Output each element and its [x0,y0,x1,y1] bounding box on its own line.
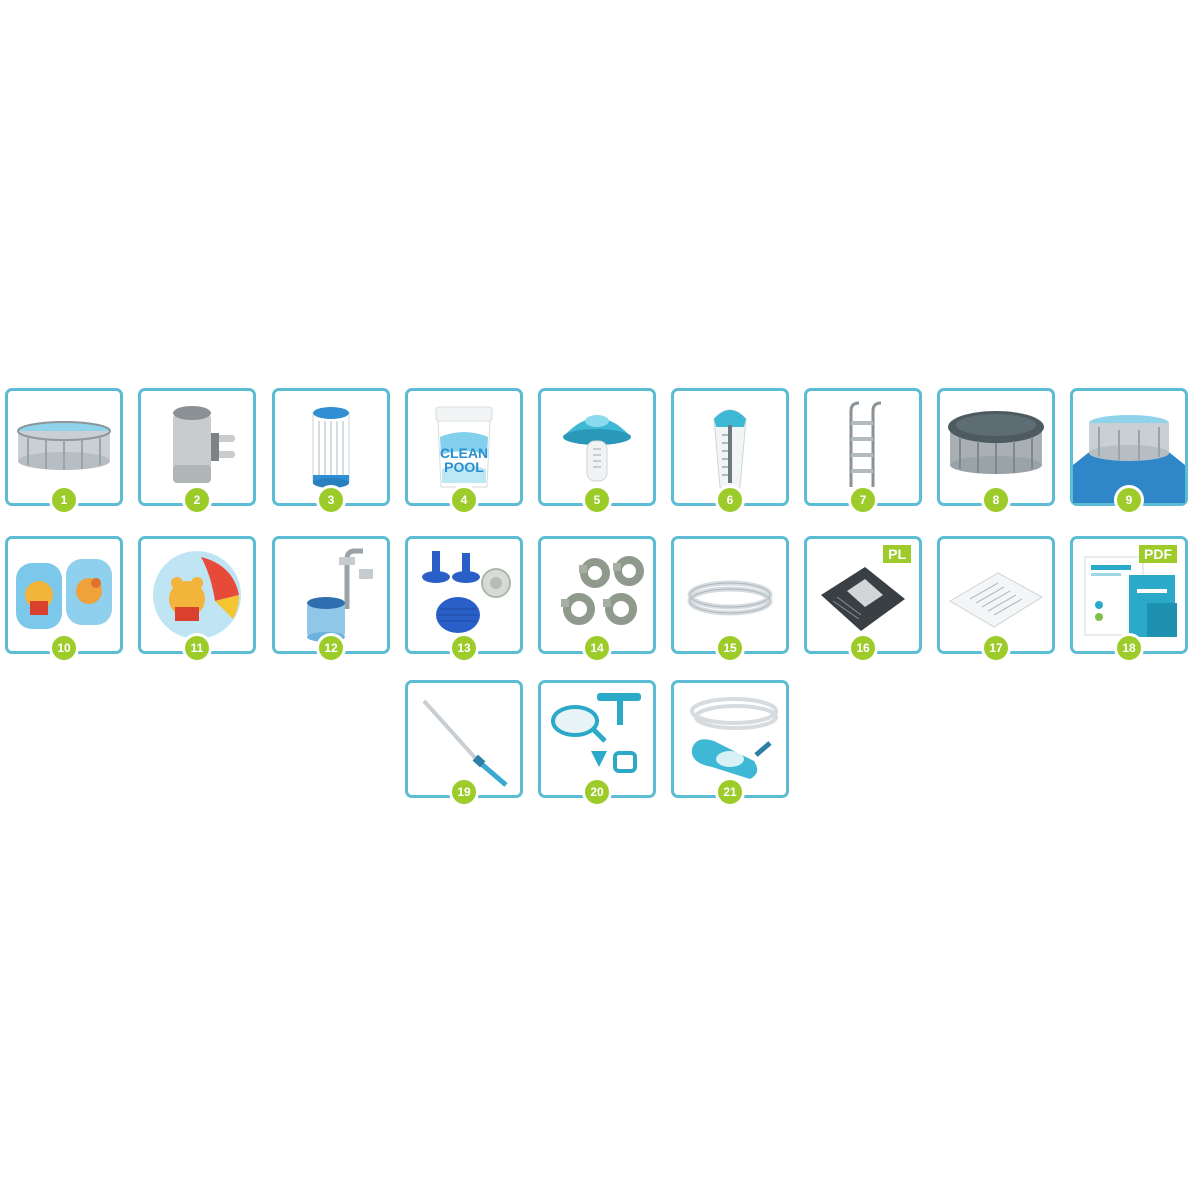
item-tile-10: 10 [5,536,123,663]
item-tile-14: 14 [538,536,656,663]
item-tile-7: 7 [804,388,922,515]
pool-thermometer-icon [713,409,747,492]
item-number-badge: 2 [182,485,212,515]
item-tile-3: 3 [272,388,390,515]
water-care-guide-icon [1084,556,1177,637]
filter-pump-icon [173,406,235,483]
item-tile-11: 11 [138,536,256,663]
hose-clamps-icon [561,556,644,625]
item-tile-4: CLEAN POOL 4 [405,388,523,515]
arm-floats-icon [16,559,112,629]
maintenance-kit-icon [551,693,641,773]
item-number-badge: 11 [182,633,212,663]
item-tile-19: 19 [405,680,523,807]
item-number-badge: 13 [449,633,479,663]
item-tile-12: 12 [272,536,390,663]
filter-cartridge-icon [312,407,350,488]
ground-cloth-icon [1073,415,1185,503]
pool-ladder-icon [849,401,882,487]
pool-vacuum-icon [690,697,778,779]
item-number-badge: 18 [1114,633,1144,663]
instructions-sheet-icon [949,572,1043,628]
item-tile-6: 6 [671,388,789,515]
item-tile-15: 15 [671,536,789,663]
item-tile-20: 20 [538,680,656,807]
pool-fittings-icon [422,551,511,633]
item-tile-21: 21 [671,680,789,807]
item-number-badge: 21 [715,777,745,807]
item-number-badge: 5 [582,485,612,515]
item-number-badge: 15 [715,633,745,663]
chemical-dispenser-icon [563,415,631,482]
hoses-icon [687,580,773,616]
item-number-badge: 14 [582,633,612,663]
item-number-badge: 7 [848,485,878,515]
above-ground-pool-icon [17,421,111,470]
item-tile-2: 2 [138,388,256,515]
item-number-badge: 3 [316,485,346,515]
item-number-badge: 9 [1114,485,1144,515]
beach-ball-icon [153,551,241,639]
item-tile-9: 9 [1070,388,1188,515]
item-tile-18: PDF 18 [1070,536,1188,663]
item-number-badge: 17 [981,633,1011,663]
item-number-badge: 6 [715,485,745,515]
pool-cover-icon [948,411,1044,474]
item-number-badge: 4 [449,485,479,515]
item-number-badge: 1 [49,485,79,515]
item-number-badge: 16 [848,633,878,663]
item-tile-16: PL 16 [804,536,922,663]
chemical-tub-icon [435,406,493,488]
item-number-badge: 12 [316,633,346,663]
item-number-badge: 19 [449,777,479,807]
tub-label-top: CLEAN [439,445,489,461]
item-tile-17: 17 [937,536,1055,663]
format-tag: PDF [1139,545,1177,563]
telescopic-pole-icon [422,699,508,787]
item-tile-13: 13 [405,536,523,663]
item-tile-8: 8 [937,388,1055,515]
item-tile-5: 5 [538,388,656,515]
manual-icon [821,567,905,631]
item-tile-1: 1 [5,388,123,515]
tub-label-bottom: POOL [444,459,484,475]
item-number-badge: 8 [981,485,1011,515]
language-tag: PL [883,545,911,563]
item-number-badge: 20 [582,777,612,807]
item-number-badge: 10 [49,633,79,663]
